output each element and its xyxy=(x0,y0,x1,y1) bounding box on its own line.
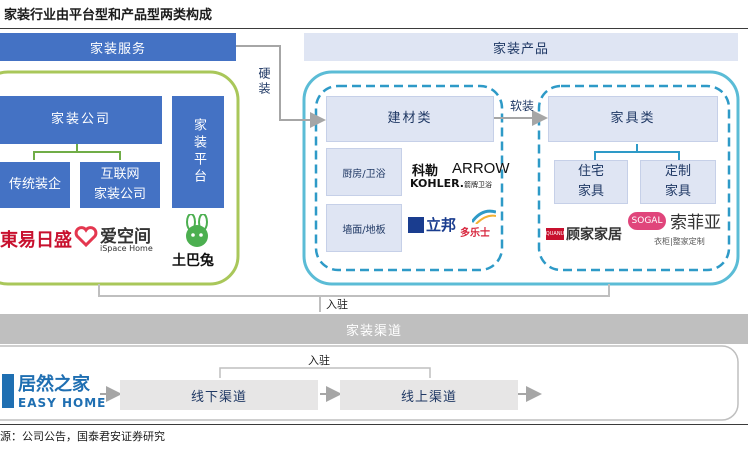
building-materials-box: 建材类 xyxy=(326,96,494,142)
tubatu-rabbit-icon xyxy=(180,213,214,248)
tubatu-logo: 土巴兔 xyxy=(172,253,214,269)
custom-line-1: 定制 xyxy=(664,164,691,179)
service-outline xyxy=(0,70,240,286)
source-note: 源：公司公告，国泰君安证券研究 xyxy=(0,430,165,443)
libang-icon xyxy=(408,217,424,233)
quanyou-logo: 顾家家居 xyxy=(566,227,622,243)
internet-line-1: 互联网 xyxy=(100,167,140,182)
arrow-en-logo: ARROW xyxy=(452,160,510,177)
home-decoration-platform-box: 家装平台 xyxy=(172,96,224,208)
quanyou-badge: QUANU xyxy=(546,228,564,240)
offline-channel-box: 线下渠道 xyxy=(120,380,318,410)
libang-logo: 立邦 xyxy=(426,216,457,234)
company-branch xyxy=(33,151,121,160)
ispace-en: iSpace Home xyxy=(100,244,153,253)
diagram-title: 家装行业由平台型和产品型两类构成 xyxy=(4,8,213,23)
hard-decoration-label: 硬装 xyxy=(257,67,271,97)
channel-entry-label: 入驻 xyxy=(308,354,330,367)
residential-line-1: 住宅 xyxy=(577,164,604,179)
online-channel-box: 线上渠道 xyxy=(340,380,518,410)
channel-outline xyxy=(0,345,739,421)
suofeiya-sub: 衣柜|整家定制 xyxy=(654,237,705,246)
product-header: 家装产品 xyxy=(304,33,738,61)
channel-entry-bracket xyxy=(219,367,431,378)
kitchen-bath-box: 厨房/卫浴 xyxy=(326,148,402,196)
home-decoration-company-box: 家装公司 xyxy=(0,96,162,144)
product-outline xyxy=(302,70,740,286)
kohler-en-logo: KOHLER. xyxy=(410,177,464,190)
entry-label: 入驻 xyxy=(326,298,348,311)
traditional-company-box: 传统装企 xyxy=(0,162,70,208)
wall-floor-box: 墙面/地板 xyxy=(326,204,402,252)
internet-company-box: 互联网 家装公司 xyxy=(80,162,160,208)
kohler-cn-logo: 科勒 xyxy=(412,164,439,179)
custom-line-2: 家具 xyxy=(664,184,691,199)
hard-connector xyxy=(236,45,326,128)
residential-furniture-box: 住宅 家具 xyxy=(554,160,628,204)
building-dashed-outline xyxy=(314,84,504,272)
ispace-logo: 爱空间 xyxy=(100,227,151,247)
arrow-cn-logo: 箭牌卫浴 xyxy=(464,181,492,189)
sogal-badge: SOGAL xyxy=(628,212,666,230)
furniture-box: 家具类 xyxy=(548,96,718,142)
title-divider xyxy=(0,28,748,29)
internet-line-2: 家装公司 xyxy=(93,187,146,202)
source-divider xyxy=(0,424,748,425)
soft-decoration-label: 软装 xyxy=(509,99,534,113)
furniture-dashed-outline xyxy=(537,84,731,272)
easyhome-cn-logo: 居然之家 xyxy=(18,374,90,395)
easyhome-en-logo: EASY HOME xyxy=(18,396,107,410)
paint-swoosh-icon xyxy=(470,208,497,225)
service-header: 家装服务 xyxy=(0,33,236,61)
duoleshi-logo: 多乐士 xyxy=(460,228,490,239)
channel-header: 家装渠道 xyxy=(0,314,748,344)
suofeiya-logo: 索菲亚 xyxy=(670,213,721,233)
dongyi-logo: 東易日盛 xyxy=(0,230,72,251)
heart-icon xyxy=(74,224,98,248)
furniture-branch xyxy=(594,151,680,160)
easyhome-icon xyxy=(2,374,14,408)
residential-line-2: 家具 xyxy=(577,184,604,199)
entry-bracket xyxy=(98,284,610,297)
custom-furniture-box: 定制 家具 xyxy=(640,160,716,204)
